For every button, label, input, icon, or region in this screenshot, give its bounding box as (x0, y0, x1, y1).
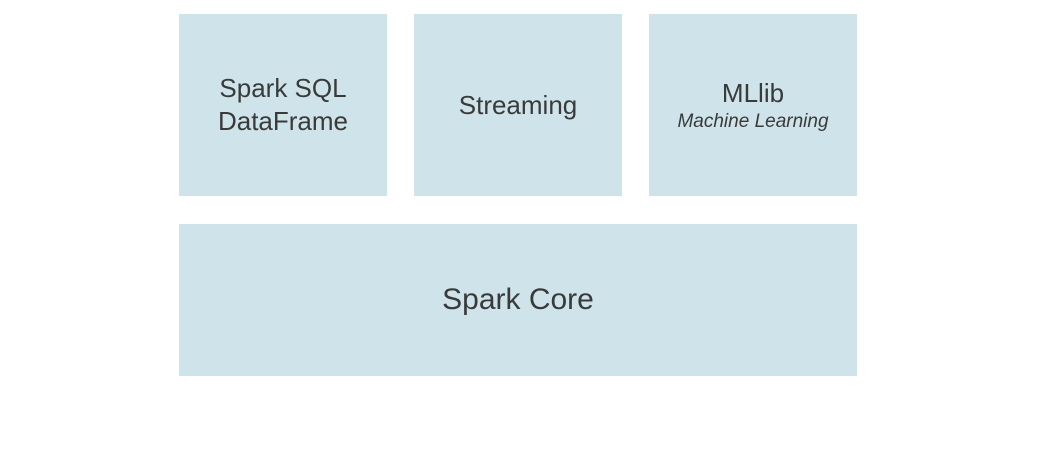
mllib-label: MLlib (721, 77, 785, 108)
dataframe-label: DataFrame (217, 106, 349, 136)
machine-learning-sublabel: Machine Learning (677, 110, 829, 132)
spark-core-label: Spark Core (442, 283, 594, 316)
spark-core-box: Spark Core (179, 224, 857, 376)
streaming-label: Streaming (458, 89, 578, 120)
spark-sql-label: Spark SQL (219, 73, 347, 103)
mllib-box: MLlib Machine Learning (649, 14, 857, 196)
streaming-box: Streaming (414, 14, 622, 196)
spark-sql-dataframe-box: Spark SQL DataFrame (179, 14, 387, 196)
